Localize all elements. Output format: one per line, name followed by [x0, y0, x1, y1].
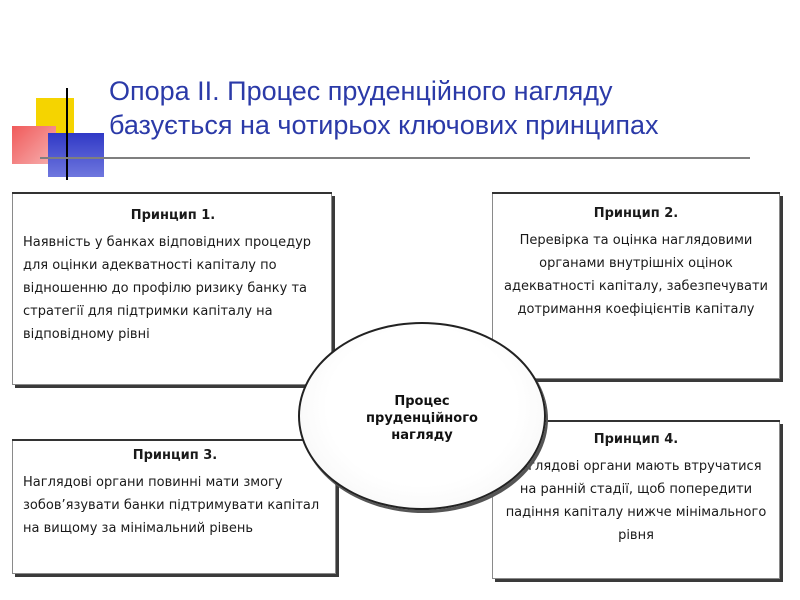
slide-title-line-1: Опора ІІ. Процес пруденційного нагляду	[109, 76, 613, 106]
center-label-line-2: пруденційного	[366, 410, 478, 426]
principle-1-box: Принцип 1. Наявність у банках відповідни…	[12, 192, 332, 385]
principle-3-box: Принцип 3. Наглядові органи повинні мати…	[12, 439, 336, 574]
logo-vertical-line	[66, 88, 68, 180]
principle-2-heading: Принцип 2.	[593, 206, 679, 221]
principle-3-text: Наглядові органи повинні мати змогу зобо…	[23, 475, 320, 536]
principle-1-text: Наявність у банках відповідних процедур …	[23, 235, 312, 342]
center-label-line-3: нагляду	[391, 427, 453, 443]
title-underline	[40, 157, 750, 159]
center-label: Процес пруденційного нагляду	[366, 393, 478, 444]
principle-2-text: Перевірка та оцінка наглядовими органами…	[504, 233, 768, 317]
center-ellipse: Процес пруденційного нагляду	[298, 322, 546, 510]
principle-4-text: Наглядові органи мають втручатися на ран…	[505, 459, 767, 543]
logo-square-blue	[48, 133, 104, 177]
principle-4-heading: Принцип 4.	[593, 432, 679, 447]
principle-2-box: Принцип 2. Перевірка та оцінка наглядови…	[492, 192, 780, 379]
center-label-line-1: Процес	[394, 393, 450, 409]
slide-title: Опора ІІ. Процес пруденційного нагляду б…	[109, 74, 789, 142]
principle-3-heading: Принцип 3.	[132, 448, 218, 463]
slide-title-line-2: базується на чотирьох ключових принципах	[109, 110, 659, 140]
principle-1-heading: Принцип 1.	[130, 208, 216, 223]
principle-4-box: Принцип 4. Наглядові органи мають втруча…	[492, 420, 780, 579]
